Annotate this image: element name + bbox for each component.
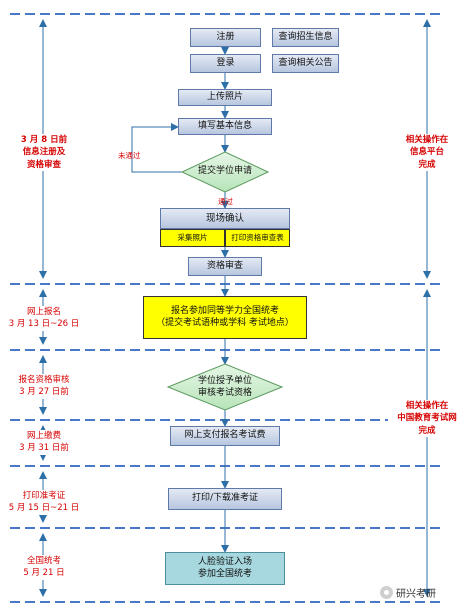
- stage6-line2: 5 月 21 日: [23, 568, 65, 579]
- signup-exam-line2: （提交考试语种或学科 考试地点）: [156, 317, 294, 328]
- wechat-logo-icon: [380, 586, 393, 599]
- stage-payment-label: 网上缴费 3 月 31 日前: [12, 430, 76, 455]
- watermark-text: 研兴考研: [396, 589, 436, 600]
- stage-online-signup-label: 网上报名 3 月 13 日~26 日: [6, 306, 82, 331]
- exam-platform-line2: 中国教育考试网: [397, 413, 457, 424]
- fill-info-box: 填写基本信息: [178, 118, 272, 135]
- unit-review-label: 学位授予单位 审核考试资格: [178, 376, 272, 400]
- collect-photo-box: 采集照片: [160, 229, 225, 247]
- login-box: 登录: [190, 54, 261, 73]
- stage3-line2: 3 月 27 日前: [19, 387, 69, 398]
- stage1-line3: 资格审查: [26, 159, 61, 170]
- stage3-line1: 报名资格审核: [18, 375, 70, 385]
- submit-application-label: 提交学位申请: [197, 166, 252, 177]
- exam-platform-line3: 完成: [418, 425, 436, 436]
- pass-label: 通过: [218, 197, 233, 206]
- stage-national-exam-label: 全国统考 5 月 21 日: [12, 555, 76, 580]
- exam-platform-label: 相关操作在 中国教育考试网 完成: [388, 400, 466, 437]
- info-platform-line3: 完成: [418, 159, 436, 170]
- face-verify-box: 人脸验证入场 参加全国统考: [165, 552, 285, 585]
- register-box: 注册: [190, 28, 261, 47]
- qual-review-box: 资格审查: [188, 257, 262, 276]
- onsite-confirm-box: 现场确认: [160, 208, 290, 229]
- print-ticket-box: 打印/下载准考证: [168, 488, 282, 510]
- stage2-line1: 网上报名: [26, 307, 61, 317]
- stage5-line2: 5 月 15 日~21 日: [8, 503, 80, 514]
- print-review-form-box: 打印资格审查表: [225, 229, 290, 247]
- stage5-line1: 打印准考证: [22, 491, 66, 501]
- stage-signup-review-label: 报名资格审核 3 月 27 日前: [8, 374, 80, 399]
- stage-registration-label: 3 月 8 日前 信息注册及 资格审查: [12, 134, 76, 171]
- unit-review-line2: 审核考试资格: [197, 388, 252, 398]
- unit-review-diamond: [166, 363, 284, 411]
- stage1-line1: 3 月 8 日前: [20, 135, 68, 145]
- face-verify-line2: 参加全国统考: [197, 568, 252, 579]
- signup-exam-line1: 报名参加同等学力全国统考: [170, 306, 279, 317]
- pay-fee-box: 网上支付报名考试费: [170, 426, 280, 446]
- info-platform-label: 相关操作在 信息平台 完成: [392, 134, 462, 171]
- not-pass-label: 未通过: [118, 151, 141, 160]
- submit-application-diamond: [180, 151, 270, 193]
- stage-print-ticket-label: 打印准考证 5 月 15 日~21 日: [6, 490, 82, 515]
- stage1-line2: 信息注册及: [22, 147, 66, 158]
- exam-platform-line1: 相关操作在: [405, 401, 449, 411]
- stage6-line1: 全国统考: [26, 556, 61, 566]
- info-platform-line2: 信息平台: [409, 147, 444, 158]
- not-pass-loop-arrow: [131, 123, 183, 173]
- query-admission-box: 查询招生信息: [272, 28, 339, 47]
- info-platform-line1: 相关操作在: [405, 135, 449, 145]
- stage2-line2: 3 月 13 日~26 日: [8, 319, 80, 330]
- watermark: 研兴考研: [380, 585, 436, 600]
- query-notice-box: 查询相关公告: [272, 54, 339, 73]
- stage4-line2: 3 月 31 日前: [19, 443, 69, 454]
- stage4-line1: 网上缴费: [26, 431, 61, 441]
- unit-review-line1: 学位授予单位: [197, 376, 252, 387]
- face-verify-line1: 人脸验证入场: [197, 557, 252, 568]
- signup-exam-box: 报名参加同等学力全国统考 （提交考试语种或学科 考试地点）: [143, 296, 307, 339]
- upload-photo-box: 上传照片: [178, 89, 272, 106]
